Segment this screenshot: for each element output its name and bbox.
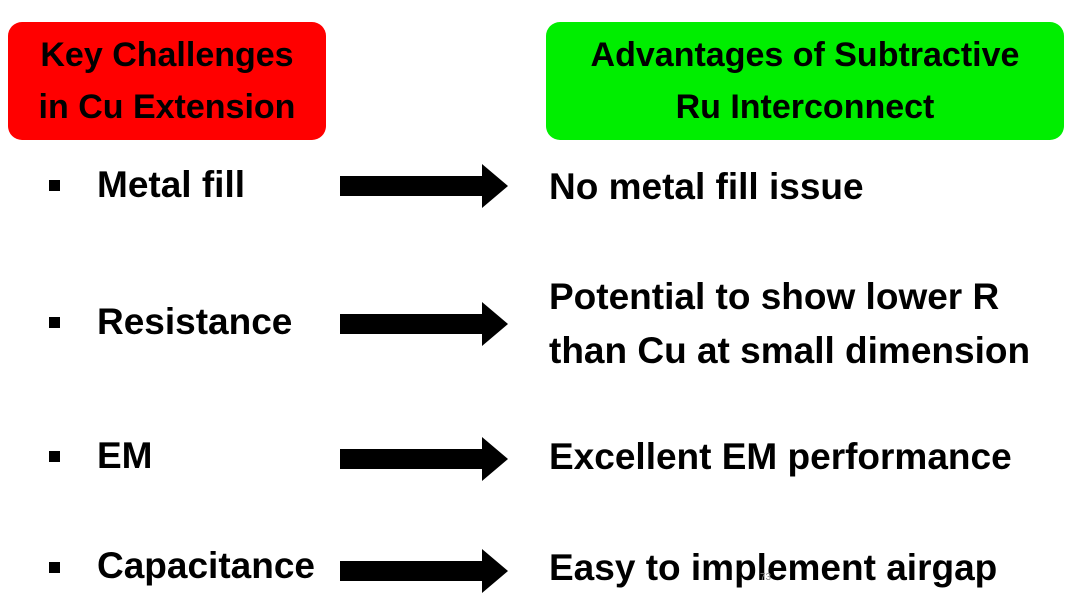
square-bullet-icon <box>49 180 60 191</box>
advantage-line: No metal fill issue <box>549 166 864 207</box>
square-bullet-icon <box>49 451 60 462</box>
advantage-line: Excellent EM performance <box>549 436 1012 477</box>
right-arrow-icon <box>340 437 508 481</box>
header-left-line-2: in Cu Extension <box>38 88 296 126</box>
advantage-metal-fill: No metal fill issue <box>549 160 864 214</box>
right-arrow-icon <box>340 164 508 208</box>
advantage-capacitance: Easy to implement airgap <box>549 541 997 595</box>
right-arrow-icon <box>340 549 508 593</box>
header-right-line-1: Advantages of Subtractive <box>590 36 1020 74</box>
challenge-metal-fill: Metal fill <box>97 164 246 205</box>
challenge-resistance: Resistance <box>97 301 293 342</box>
advantage-line: Easy to implement airgap <box>549 547 998 588</box>
challenge-capacitance: Capacitance <box>97 545 315 586</box>
header-right-line-2: Ru Interconnect <box>675 88 935 126</box>
square-bullet-icon <box>49 562 60 573</box>
header-advantages: Advantages of Subtractive Ru Interconnec… <box>546 22 1064 140</box>
advantage-line-1: Potential to show lower R <box>549 276 1000 317</box>
advantage-line-2: than Cu at small dimension <box>549 330 1031 371</box>
challenge-em: EM <box>97 435 153 476</box>
advantage-em: Excellent EM performance <box>549 430 1012 484</box>
advantage-resistance: Potential to show lower R than Cu at sma… <box>549 270 1030 378</box>
page-number: 73 <box>760 572 772 583</box>
square-bullet-icon <box>49 317 60 328</box>
header-key-challenges: Key Challenges in Cu Extension <box>8 22 326 140</box>
right-arrow-icon <box>340 302 508 346</box>
header-left-line-1: Key Challenges <box>40 36 294 74</box>
